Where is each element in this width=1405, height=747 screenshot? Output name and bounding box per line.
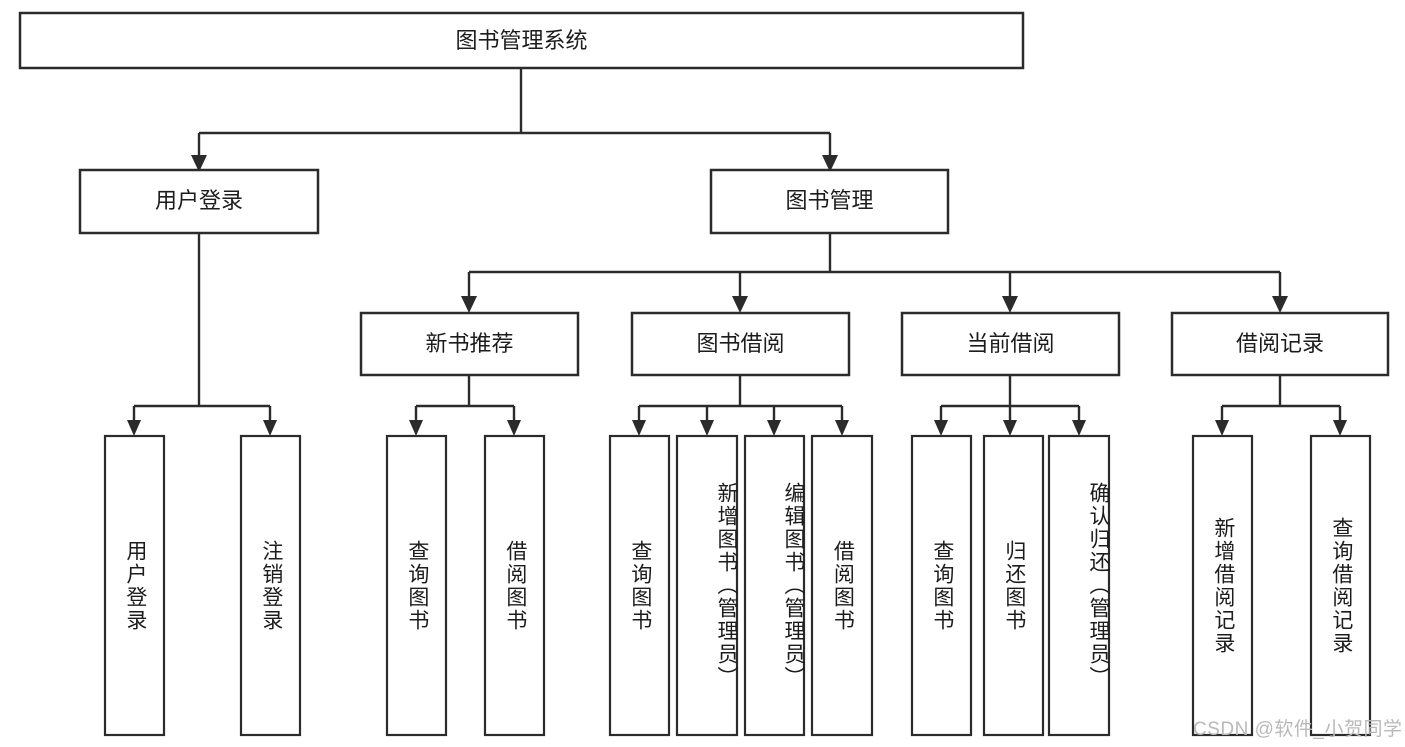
node-new-book-rec[interactable]: 新书推荐 [359,311,580,377]
book-manage-box[interactable] [709,168,950,235]
leaf-box-query-book-3[interactable] [910,434,973,737]
arrow-to-leaf-confirm-return [1072,420,1086,436]
leaf-box-add-book[interactable] [675,434,739,737]
leaf-box-edit-book[interactable] [743,434,806,737]
arrow-to-leaf-add-book [700,420,714,436]
leaf-boxes-layer [103,434,1372,737]
node-borrow-record[interactable]: 借阅记录 [1170,311,1390,377]
new-book-rec-box[interactable] [359,311,580,377]
user-login-label: 用户登录 [155,188,243,213]
leaf-box-logout[interactable] [239,434,302,737]
arrow-to-leaf-borrow-book-2 [835,420,849,436]
arrow-to-leaf-edit-book [767,420,781,436]
arrow-to-leaf-user-login [127,420,141,436]
node-root[interactable]: 图书管理系统 [18,11,1025,70]
arrow-to-book-borrow [732,296,748,313]
connectors-layer [127,68,1347,436]
book-manage-label: 图书管理 [785,188,873,213]
current-borrow-box[interactable] [900,311,1121,377]
arrow-to-leaf-logout [263,420,277,436]
connector-book-manage-bus [467,233,1282,300]
arrow-to-leaf-query-book-2 [632,420,646,436]
new-book-rec-label: 新书推荐 [425,331,513,356]
arrow-to-current-borrow [1002,296,1018,313]
node-current-borrow[interactable]: 当前借阅 [900,311,1121,377]
leaf-box-confirm-return[interactable] [1047,434,1111,737]
connector-root-bus [197,68,832,158]
book-borrow-label: 图书借阅 [696,331,784,356]
book-borrow-box[interactable] [630,311,851,377]
root-box[interactable] [18,11,1025,70]
leaf-box-query-book-2[interactable] [608,434,671,737]
connector-current-borrow-bus [939,375,1081,424]
leaf-box-user-login[interactable] [103,434,166,737]
arrow-to-borrow-record [1272,296,1288,313]
watermark-text: CSDN @软件_小贺同学 [1193,719,1403,740]
arrow-to-leaf-borrow-book-1 [507,420,521,436]
arrow-to-new-book-rec [461,296,477,313]
leaf-box-query-book-1[interactable] [385,434,448,737]
leaf-box-add-record[interactable] [1191,434,1254,737]
node-book-borrow[interactable]: 图书借阅 [630,311,851,377]
borrow-record-box[interactable] [1170,311,1390,377]
node-user-login[interactable]: 用户登录 [78,168,320,235]
arrow-to-leaf-query-book-3 [934,420,948,436]
user-login-box[interactable] [78,168,320,235]
arrow-to-leaf-return-book [1003,420,1017,436]
arrow-to-user-login [191,155,207,172]
arrow-to-leaf-query-record [1333,420,1347,436]
leaf-box-borrow-book-2[interactable] [810,434,874,737]
connector-user-login-bus [132,233,272,424]
connector-borrow-record-bus [1220,375,1342,424]
leaf-box-return-book[interactable] [982,434,1045,737]
leaf-box-borrow-book-1[interactable] [483,434,546,737]
connector-new-book-rec-bus [414,375,516,424]
node-book-manage[interactable]: 图书管理 [709,168,950,235]
borrow-record-label: 借阅记录 [1236,331,1324,356]
root-label: 图书管理系统 [455,28,587,53]
current-borrow-label: 当前借阅 [966,331,1054,356]
arrow-to-leaf-add-record [1215,420,1229,436]
connector-book-borrow-bus [637,375,844,424]
arrow-to-book-manage [822,155,838,172]
arrow-to-leaf-query-book-1 [409,420,423,436]
leaf-box-query-record[interactable] [1309,434,1372,737]
